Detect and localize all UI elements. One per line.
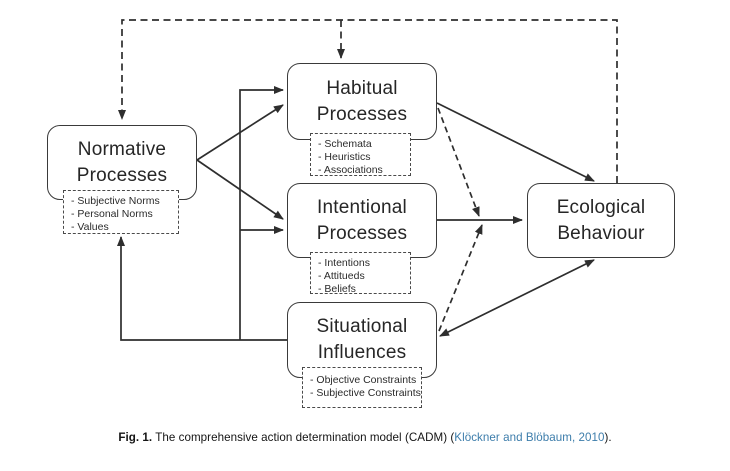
detail-item: - Objective Constraints — [310, 374, 417, 386]
detail-item: - Heuristics — [318, 151, 371, 163]
node-title-line: Behaviour — [557, 222, 645, 244]
node-title-line: Normative — [77, 138, 167, 160]
arrow-moderation-situational — [438, 224, 483, 332]
arrow-situational-to-habitual — [239, 86, 284, 340]
node-title-line: Intentional — [317, 196, 407, 218]
figure-caption: Fig. 1. The comprehensive action determi… — [0, 430, 730, 445]
node-title-line: Influences — [317, 342, 407, 363]
node-normative-processes: Normative Processes — [47, 125, 197, 200]
detail-item: - Attitueds — [318, 270, 365, 282]
detail-item: - Intentions — [318, 257, 370, 269]
arrow-feedback-ecological-to-normative — [118, 19, 618, 183]
node-title-line: Habitual — [326, 77, 398, 99]
node-title-line: Processes — [316, 222, 408, 244]
details-habitual: - Schemata - Heuristics - Associations — [310, 133, 411, 176]
detail-item: - Subjective Norms — [71, 195, 160, 207]
node-title-line: Situational — [316, 316, 408, 337]
details-situational: - Objective Constraints - Subjective Con… — [302, 367, 422, 408]
details-normative: - Subjective Norms - Personal Norms - Va… — [63, 190, 179, 234]
citation-link[interactable]: Klöckner and Blöbaum, 2010 — [454, 431, 605, 444]
node-title-line: Processes — [316, 103, 408, 125]
node-title-line: Ecological — [556, 196, 646, 218]
detail-item: - Values — [71, 221, 109, 233]
detail-item: - Personal Norms — [71, 208, 153, 220]
detail-item: - Subjective Constraints — [310, 387, 421, 399]
arrow-moderation-habitual — [437, 107, 480, 217]
arrow-habitual-to-ecological — [436, 102, 595, 182]
node-situational-influences: Situational Influences — [287, 302, 437, 378]
detail-item: - Schemata — [318, 138, 372, 150]
details-intentional: - Intentions - Attitueds - Beliefs — [310, 252, 411, 295]
arrow-situational-to-ecological — [439, 259, 595, 337]
node-habitual-processes: Habitual Processes — [287, 63, 437, 140]
arrow-situational-to-normative — [117, 236, 287, 341]
node-title-line: Processes — [76, 164, 168, 186]
detail-item: - Beliefs — [318, 283, 356, 295]
figure-caption-text: The comprehensive action determination m… — [152, 431, 455, 444]
detail-item: - Associations — [318, 164, 383, 176]
node-ecological-behaviour: Ecological Behaviour — [527, 183, 675, 258]
figure-caption-label: Fig. 1. — [118, 431, 153, 444]
node-intentional-processes: Intentional Processes — [287, 183, 437, 258]
figure-caption-suffix: ). — [604, 431, 612, 444]
